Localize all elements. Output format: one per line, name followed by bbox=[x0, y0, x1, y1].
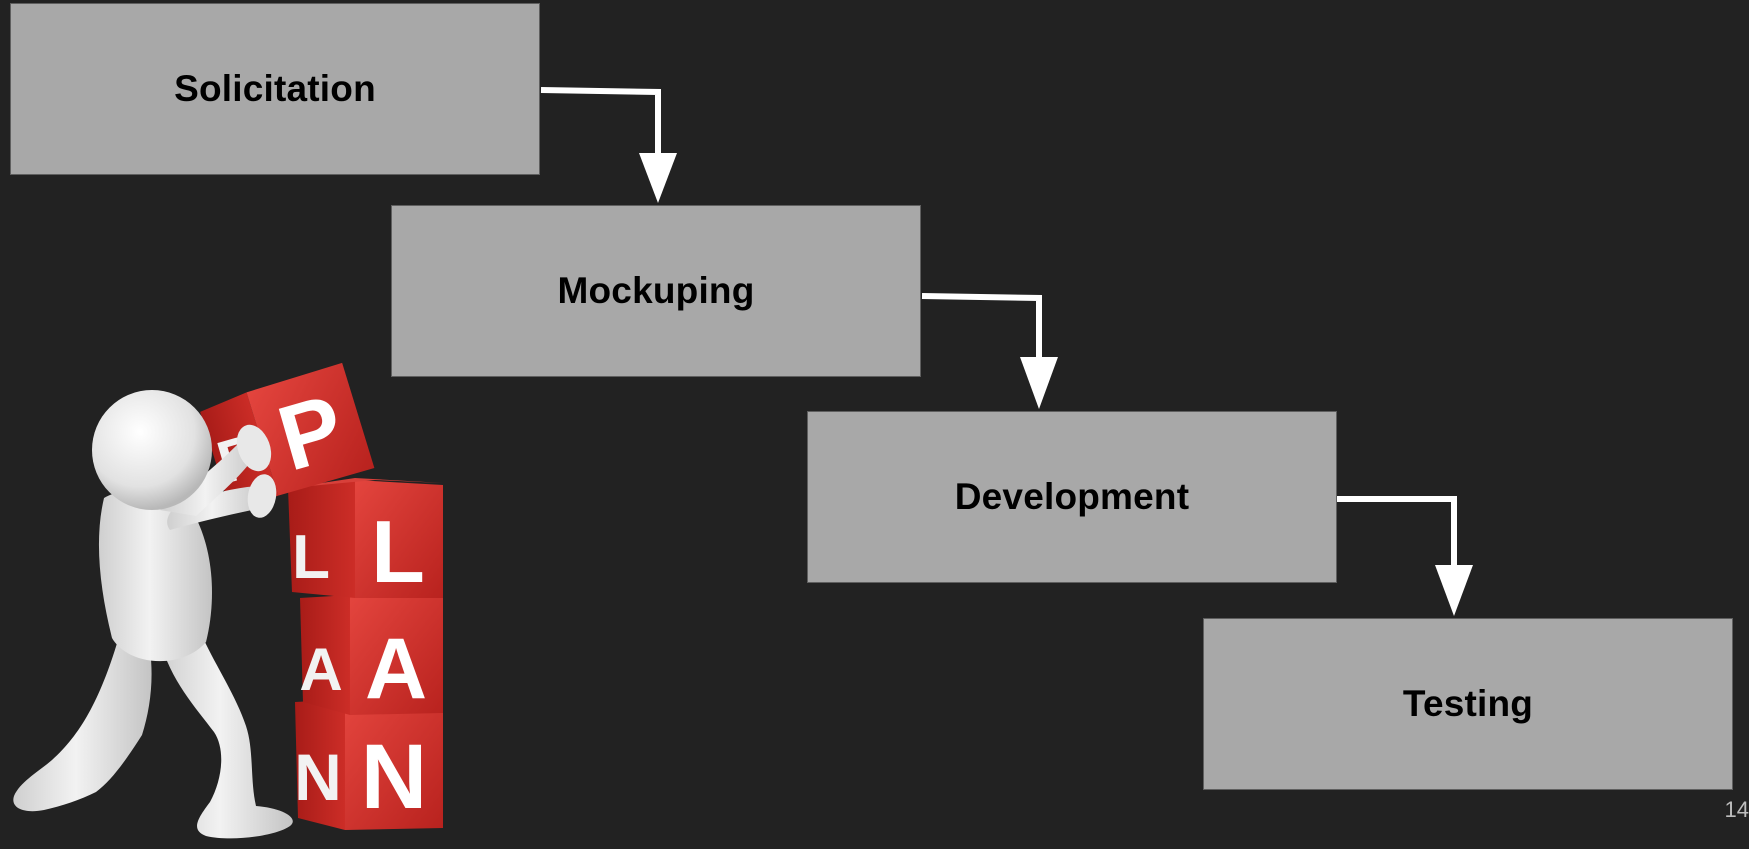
arrow-development-to-testing bbox=[1337, 496, 1473, 616]
cube-n: N N bbox=[294, 695, 443, 830]
stage-label-mockuping: Mockuping bbox=[557, 270, 755, 311]
stage-label-testing: Testing bbox=[1402, 683, 1534, 724]
stage-label-development: Development bbox=[954, 476, 1190, 517]
cube-l: L L bbox=[288, 478, 443, 601]
stage-box-solicitation: Solicitation bbox=[10, 3, 540, 175]
arrow-solicitation-to-mockuping bbox=[540, 87, 677, 203]
stage-box-testing: Testing bbox=[1203, 618, 1733, 790]
svg-text:A: A bbox=[365, 621, 427, 717]
svg-text:L: L bbox=[292, 523, 330, 592]
svg-text:L: L bbox=[371, 502, 425, 601]
page-number: 14 bbox=[1724, 797, 1749, 822]
figure bbox=[13, 390, 293, 839]
svg-text:N: N bbox=[294, 740, 342, 814]
svg-text:N: N bbox=[361, 726, 427, 828]
stage-box-development: Development bbox=[807, 411, 1337, 583]
svg-text:A: A bbox=[299, 636, 342, 703]
stage-label-solicitation: Solicitation bbox=[174, 68, 376, 109]
plan-blocks-figure-icon: N N A A L L P P bbox=[13, 362, 443, 839]
arrow-mockuping-to-development bbox=[921, 293, 1058, 409]
cube-a: A A bbox=[299, 595, 443, 717]
stage-box-mockuping: Mockuping bbox=[391, 205, 921, 377]
